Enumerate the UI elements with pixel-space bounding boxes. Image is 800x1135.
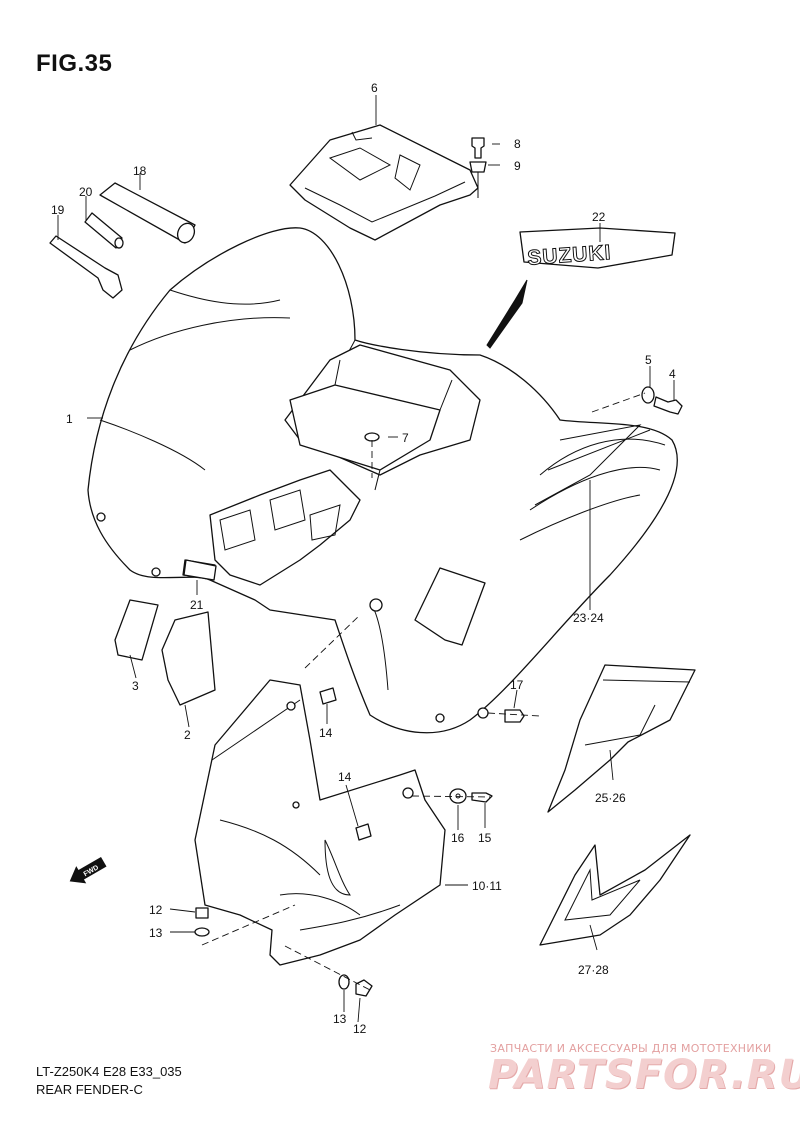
part-3-pad	[114, 599, 159, 661]
callout-6: 6	[371, 81, 378, 95]
part-2-pad	[161, 611, 216, 706]
callout-21: 21	[190, 598, 204, 612]
part-18-tube	[99, 182, 196, 244]
diagram-name: REAR FENDER-C	[36, 1082, 143, 1097]
part-14-top	[319, 687, 337, 705]
part-12-bolt-left	[195, 907, 209, 919]
callout-4: 4	[669, 367, 676, 381]
callout-8: 8	[514, 137, 521, 151]
part-8-bolt	[471, 137, 485, 159]
callout-14-middle: 14	[338, 770, 352, 784]
figure-title: FIG.35	[36, 50, 113, 77]
part-13-washer-bottom	[338, 974, 350, 990]
callout-25-26: 25·26	[595, 791, 626, 805]
part-21-clip	[183, 559, 217, 581]
fwd-arrow-icon: FWD	[69, 856, 107, 884]
part-23-24-decal	[534, 424, 651, 506]
part-27-28-decal	[539, 834, 691, 946]
part-20-pin	[84, 212, 124, 249]
callout-12-left: 12	[149, 903, 163, 917]
part-9-nut	[469, 161, 487, 198]
callout-13-bottom: 13	[333, 1012, 347, 1026]
part-6-cover	[289, 124, 479, 241]
callout-17: 17	[510, 678, 524, 692]
watermark-tagline: ЗАПЧАСТИ И АКСЕССУАРЫ ДЛЯ МОТОТЕХНИКИ	[490, 1042, 772, 1055]
callout-12-bottom: 12	[353, 1022, 367, 1036]
callout-9: 9	[514, 159, 521, 173]
part-25-26-decal	[547, 664, 696, 813]
emblem-pointer-arrow	[486, 279, 528, 349]
part-12-bolt-bottom	[355, 979, 373, 997]
part-10-11-guard	[194, 679, 446, 966]
callout-1: 1	[66, 412, 73, 426]
callout-18: 18	[133, 164, 147, 178]
diagram-code: LT-Z250K4 E28 E33_035	[36, 1064, 182, 1079]
callout-14-top: 14	[319, 726, 333, 740]
callout-13-left: 13	[149, 926, 163, 940]
callout-3: 3	[132, 679, 139, 693]
part-19-wrench	[49, 235, 123, 299]
callout-10-11: 10·11	[472, 879, 502, 893]
watermark-brand: PARTSFOR.RU	[488, 1052, 800, 1098]
part-5-washer	[641, 386, 655, 404]
part-13-washer-left	[194, 927, 210, 937]
callout-16: 16	[451, 831, 465, 845]
part-22-emblem: SUZUKI	[519, 227, 676, 270]
part-16-washer	[449, 788, 467, 804]
callout-5: 5	[645, 353, 652, 367]
callout-20: 20	[79, 185, 93, 199]
part-15-bolt	[471, 792, 493, 803]
part-17-bolt	[504, 709, 525, 723]
callout-23-24: 23·24	[573, 611, 604, 625]
part-14-middle	[355, 823, 372, 841]
callout-15: 15	[478, 831, 492, 845]
callout-19: 19	[51, 203, 65, 217]
part-1-rear-fender	[87, 227, 678, 734]
callout-2: 2	[184, 728, 191, 742]
callout-22: 22	[592, 210, 606, 224]
part-4-bolt	[653, 396, 683, 415]
callout-7: 7	[402, 431, 409, 445]
callout-27-28: 27·28	[578, 963, 609, 977]
